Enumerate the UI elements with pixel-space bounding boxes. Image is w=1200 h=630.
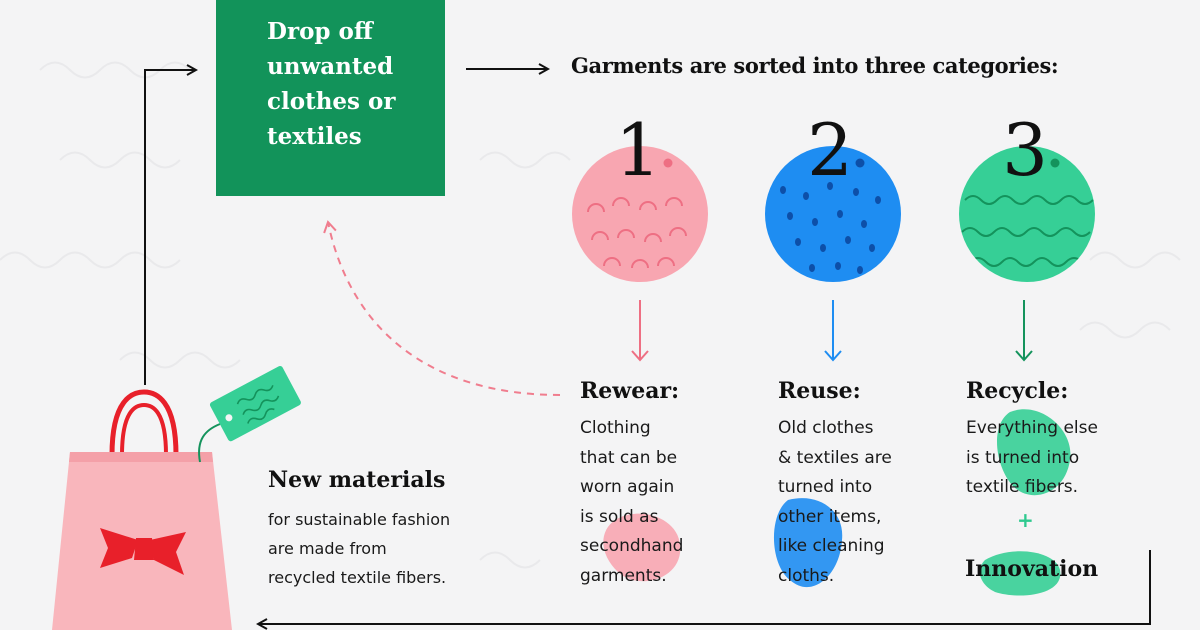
category-title-rewear: Rewear: bbox=[580, 378, 680, 404]
drop-off-box bbox=[216, 0, 445, 196]
sorting-headline: Garments are sorted into three categorie… bbox=[571, 53, 1059, 78]
pink-brush-blob bbox=[603, 513, 681, 582]
dashed-return-arrow-icon bbox=[323, 220, 561, 396]
bow-icon bbox=[100, 528, 186, 575]
category-number-2: 2 bbox=[807, 108, 853, 192]
category-title-recycle: Recycle: bbox=[966, 378, 1069, 404]
innovation-label: Innovation bbox=[965, 556, 1099, 582]
shopping-bag-icon bbox=[52, 389, 232, 630]
mint-brush-blob-2 bbox=[979, 551, 1061, 596]
arrow-down-icon bbox=[631, 300, 649, 362]
category-number-1: 1 bbox=[615, 108, 661, 192]
category-description-rewear: Clothing that can be worn again is sold … bbox=[580, 418, 684, 586]
arrow-left-icon bbox=[258, 550, 1151, 624]
mint-brush-blob-1 bbox=[997, 409, 1071, 496]
category-description-recycle: Everything else is turned into textile f… bbox=[966, 418, 1098, 497]
category-title-reuse: Reuse: bbox=[778, 378, 861, 404]
drop-off-text: Drop off unwanted clothes or textiles bbox=[267, 18, 396, 150]
category-number-3: 3 bbox=[1002, 108, 1048, 192]
arrow-down-icon bbox=[824, 300, 842, 362]
category-description-reuse: Old clothes & textiles are turned into o… bbox=[778, 418, 892, 586]
category-circle-reuse bbox=[765, 146, 901, 282]
category-circle-recycle bbox=[959, 146, 1095, 282]
blue-brush-blob bbox=[773, 498, 843, 588]
background-squiggles bbox=[0, 61, 1181, 569]
arrow-down-icon bbox=[1015, 300, 1033, 362]
category-circle-rewear bbox=[572, 146, 708, 282]
plus-sign: + bbox=[1017, 508, 1034, 532]
price-tag-icon bbox=[198, 366, 301, 463]
new-materials-description: for sustainable fashion are made from re… bbox=[268, 510, 451, 587]
arrow-up-to-dropoff-icon bbox=[144, 70, 196, 385]
new-materials-title: New materials bbox=[268, 467, 446, 493]
